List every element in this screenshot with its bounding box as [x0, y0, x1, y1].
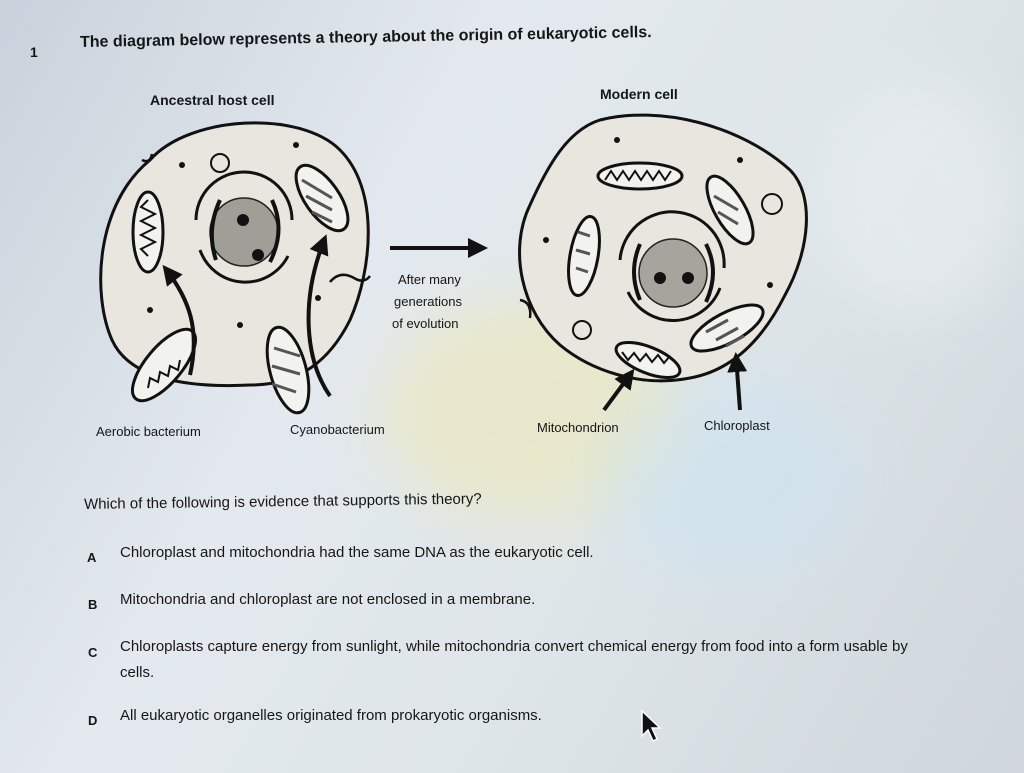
ancestral-mitochondrion-internal — [131, 190, 165, 274]
chloroplast-label: Chloroplast — [704, 418, 770, 433]
modern-mitochondrion-top — [596, 161, 684, 191]
ancestral-chloroplast-internal — [294, 163, 350, 233]
question-number: 1 — [30, 44, 38, 60]
option-d-text[interactable]: All eukaryotic organelles originated fro… — [120, 707, 542, 724]
ancestral-cell-label: Ancestral host cell — [150, 92, 275, 108]
option-c-letter: C — [88, 645, 98, 660]
modern-cell-label: Modern cell — [600, 86, 678, 102]
option-b-text[interactable]: Mitochondria and chloroplast are not enc… — [120, 591, 536, 608]
option-a-text[interactable]: Chloroplast and mitochondria had the sam… — [120, 544, 594, 561]
modern-cell — [518, 113, 808, 412]
cyanobacterium — [265, 325, 311, 415]
arrow-caption-line-3: of evolution — [392, 316, 459, 331]
option-c-text[interactable]: Chloroplasts capture energy from sunligh… — [120, 638, 908, 681]
modern-chloroplast-right — [705, 174, 755, 246]
modern-nucleus — [618, 210, 726, 322]
option-d-letter: D — [88, 713, 98, 728]
cyanobacterium-label: Cyanobacterium — [290, 422, 385, 437]
option-b-letter: B — [88, 597, 98, 612]
modern-chloroplast-left — [567, 215, 601, 297]
ancestral-nucleus — [194, 170, 294, 284]
modern-mitochondrion-bottom — [614, 340, 682, 380]
mitochondrion-label: Mitochondrion — [537, 420, 619, 435]
ancestral-host-cell — [99, 121, 371, 415]
modern-chloroplast-lower — [689, 303, 765, 353]
option-a-letter: A — [87, 550, 97, 565]
arrow-caption-line-1: After many — [398, 272, 461, 287]
mouse-cursor-icon — [641, 710, 662, 743]
aerobic-bacterium-label: Aerobic bacterium — [96, 424, 201, 439]
arrow-caption-line-2: generations — [394, 294, 462, 309]
